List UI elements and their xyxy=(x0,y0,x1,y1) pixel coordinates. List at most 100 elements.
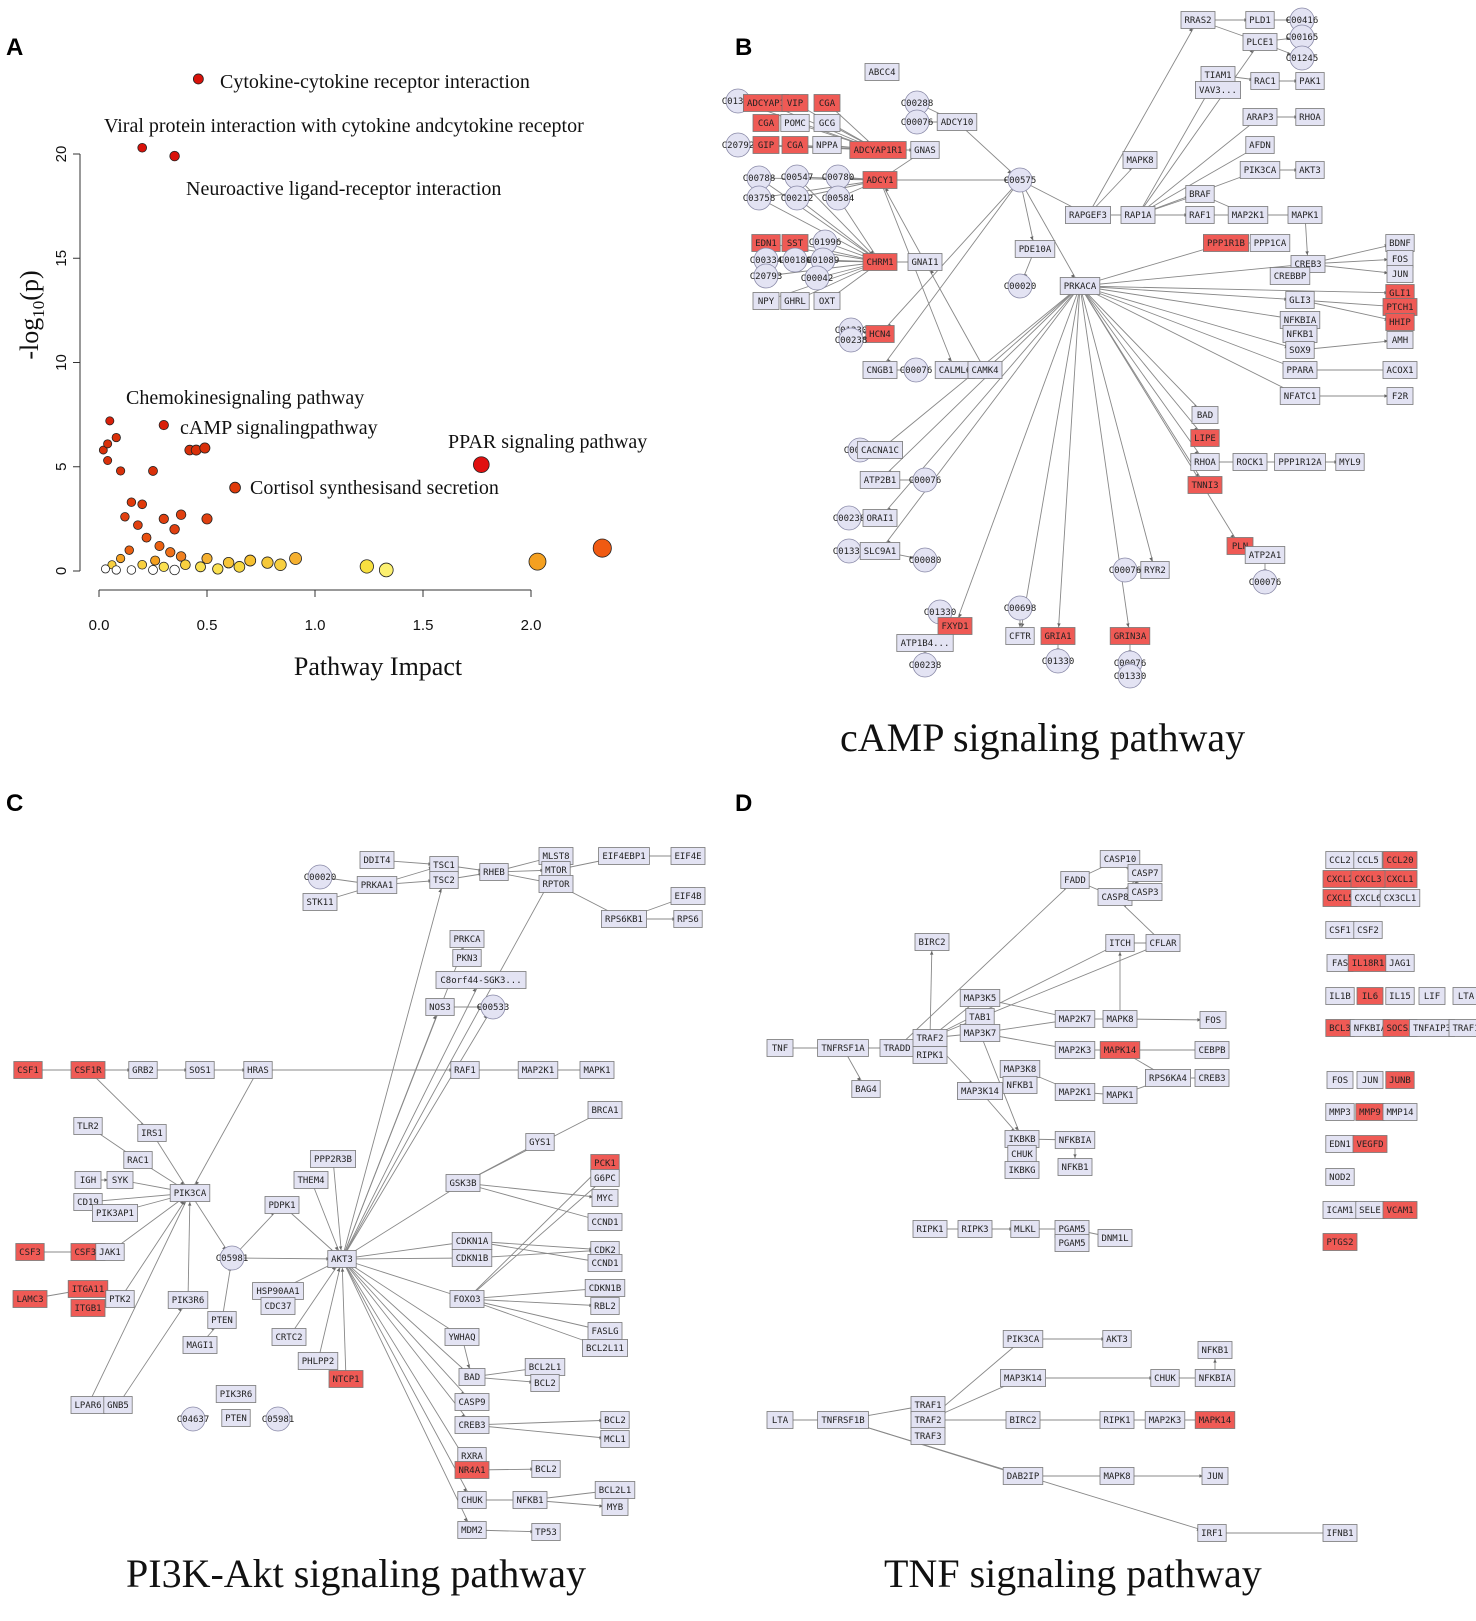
node-label: TNFAIP3 xyxy=(1413,1024,1451,1034)
node-box xyxy=(1382,1103,1418,1121)
node-nr4a1: NR4A1 xyxy=(454,1461,490,1479)
node-label: SYK xyxy=(112,1176,129,1186)
node-grb2: GRB2 xyxy=(128,1061,158,1079)
edge-arrowhead xyxy=(1126,623,1130,628)
node-label: RAPGEF3 xyxy=(1069,211,1107,221)
point-label-cortisol-synthesisand-secretion: Cortisol synthesisand secretion xyxy=(250,477,499,499)
data-point xyxy=(98,445,108,455)
node-box xyxy=(587,1101,623,1119)
node-label: CCL20 xyxy=(1386,856,1413,866)
node-adcyap1r1: ADCYAP1R1 xyxy=(849,141,907,159)
node-box xyxy=(1325,1168,1355,1186)
node-traf3: TRAF3 xyxy=(910,1427,946,1445)
node-rptor: RPTOR xyxy=(538,875,574,893)
node-label: RBL2 xyxy=(594,1302,616,1312)
node-mapk8: MAPK8 xyxy=(1102,1010,1138,1028)
node-box xyxy=(1239,161,1281,179)
node-box xyxy=(1060,871,1090,889)
node-label: PIK3AP1 xyxy=(96,1209,134,1219)
panel-letter-b: B xyxy=(735,34,753,61)
node-box xyxy=(1150,1369,1180,1387)
node-label: VCAM1 xyxy=(1386,1206,1413,1216)
node-cga: CGA xyxy=(752,114,780,132)
node-c00180: C00180 xyxy=(779,247,811,273)
edge-akt3-creb3 xyxy=(341,1258,473,1426)
node-tradd: TRADD xyxy=(879,1039,915,1057)
node-label: CREBBP xyxy=(1274,272,1307,282)
node-traf1: TRAF1 xyxy=(1448,1019,1476,1037)
node-label: FOS xyxy=(1392,255,1408,265)
node-edn1: EDN1 xyxy=(1325,1135,1355,1153)
node-cdc37: CDC37 xyxy=(260,1297,296,1315)
node-label: AMH xyxy=(1392,336,1408,346)
node-label: BCL2L1 xyxy=(599,1486,632,1496)
node-creb3: CREB3 xyxy=(1194,1069,1230,1087)
node-c00020: C00020 xyxy=(304,864,336,890)
node-label: TRAF3 xyxy=(914,1432,941,1442)
data-point xyxy=(103,439,113,449)
edge-arrowhead xyxy=(1286,18,1290,22)
node-box xyxy=(454,1416,490,1434)
node-label: BCL2 xyxy=(604,1416,626,1426)
node-label: CASP3 xyxy=(1131,888,1158,898)
node-box xyxy=(128,1061,158,1079)
data-point-viral-protein-interaction-with-cytokine-andcytokine-receptor xyxy=(137,142,148,153)
node-cga: CGA xyxy=(781,136,809,154)
node-label: CGA xyxy=(787,141,804,151)
node-label: CASP7 xyxy=(1131,869,1158,879)
node-crebbp: CREBBP xyxy=(1269,267,1311,285)
node-box xyxy=(1386,331,1414,349)
edge-rap1a-afdn xyxy=(1137,144,1261,216)
edge-arrowhead xyxy=(1286,51,1291,56)
node-label: TRAF2 xyxy=(916,1034,943,1044)
edge-sox9-amh xyxy=(1299,339,1401,351)
node-label: PIK3R6 xyxy=(172,1296,205,1306)
data-point xyxy=(120,512,130,522)
node-box xyxy=(15,1243,45,1261)
node-label: GNAS xyxy=(914,146,936,156)
node-nfkbia: NFKBIA xyxy=(1349,1019,1391,1037)
data-point xyxy=(154,540,165,551)
node-label: MYB xyxy=(607,1503,623,1513)
node-bcl2l11: BCL2L11 xyxy=(582,1339,629,1357)
edge-arrowhead xyxy=(195,1181,200,1186)
data-point-chemokinesignaling-pathway xyxy=(158,419,169,431)
node-map2k1: MAP2K1 xyxy=(517,1061,559,1079)
node-label: JUN xyxy=(1392,270,1408,280)
node-label: MTOR xyxy=(545,866,567,876)
node-box xyxy=(1353,851,1383,869)
node-label: NR4A1 xyxy=(458,1466,485,1476)
node-bdnf: BDNF xyxy=(1385,234,1415,252)
node-label: PPARA xyxy=(1286,366,1314,376)
edge-arrowhead xyxy=(438,888,442,893)
y-tick-label: 5 xyxy=(53,463,70,471)
node-label: CREB3 xyxy=(1198,1074,1225,1084)
node-label: NFATC1 xyxy=(1284,392,1317,402)
edge-prkaca-cftr xyxy=(1019,285,1081,637)
node-bad: BAD xyxy=(1191,406,1219,424)
node-prkca: PRKCA xyxy=(449,930,485,948)
data-point xyxy=(378,562,394,578)
node-creb3: CREB3 xyxy=(454,1416,490,1434)
node-c00020: C00020 xyxy=(1004,273,1036,299)
node-label: STK11 xyxy=(306,898,333,908)
node-mlst8: MLST8 xyxy=(538,847,574,865)
node-magi1: MAGI1 xyxy=(182,1336,218,1354)
node-label: GSK3B xyxy=(449,1179,476,1189)
node-nfkb1: NFKB1 xyxy=(512,1491,548,1509)
node-label: PPP1R1B xyxy=(1207,239,1245,249)
node-mapk1: MAPK1 xyxy=(579,1061,615,1079)
edge-jak1-pik3ca xyxy=(109,1192,191,1253)
node-them4: THEM4 xyxy=(293,1171,329,1189)
node-c00042: C00042 xyxy=(801,265,833,291)
node-label: RHEB xyxy=(483,868,505,878)
node-circle xyxy=(912,652,938,678)
node-pik3ca: PIK3CA xyxy=(169,1184,211,1202)
node-label: C00212 xyxy=(781,194,814,204)
node-map2k1: MAP2K1 xyxy=(1227,206,1269,224)
edge-akt3-casp9 xyxy=(341,1258,473,1403)
edge-arrowhead xyxy=(181,1201,185,1206)
